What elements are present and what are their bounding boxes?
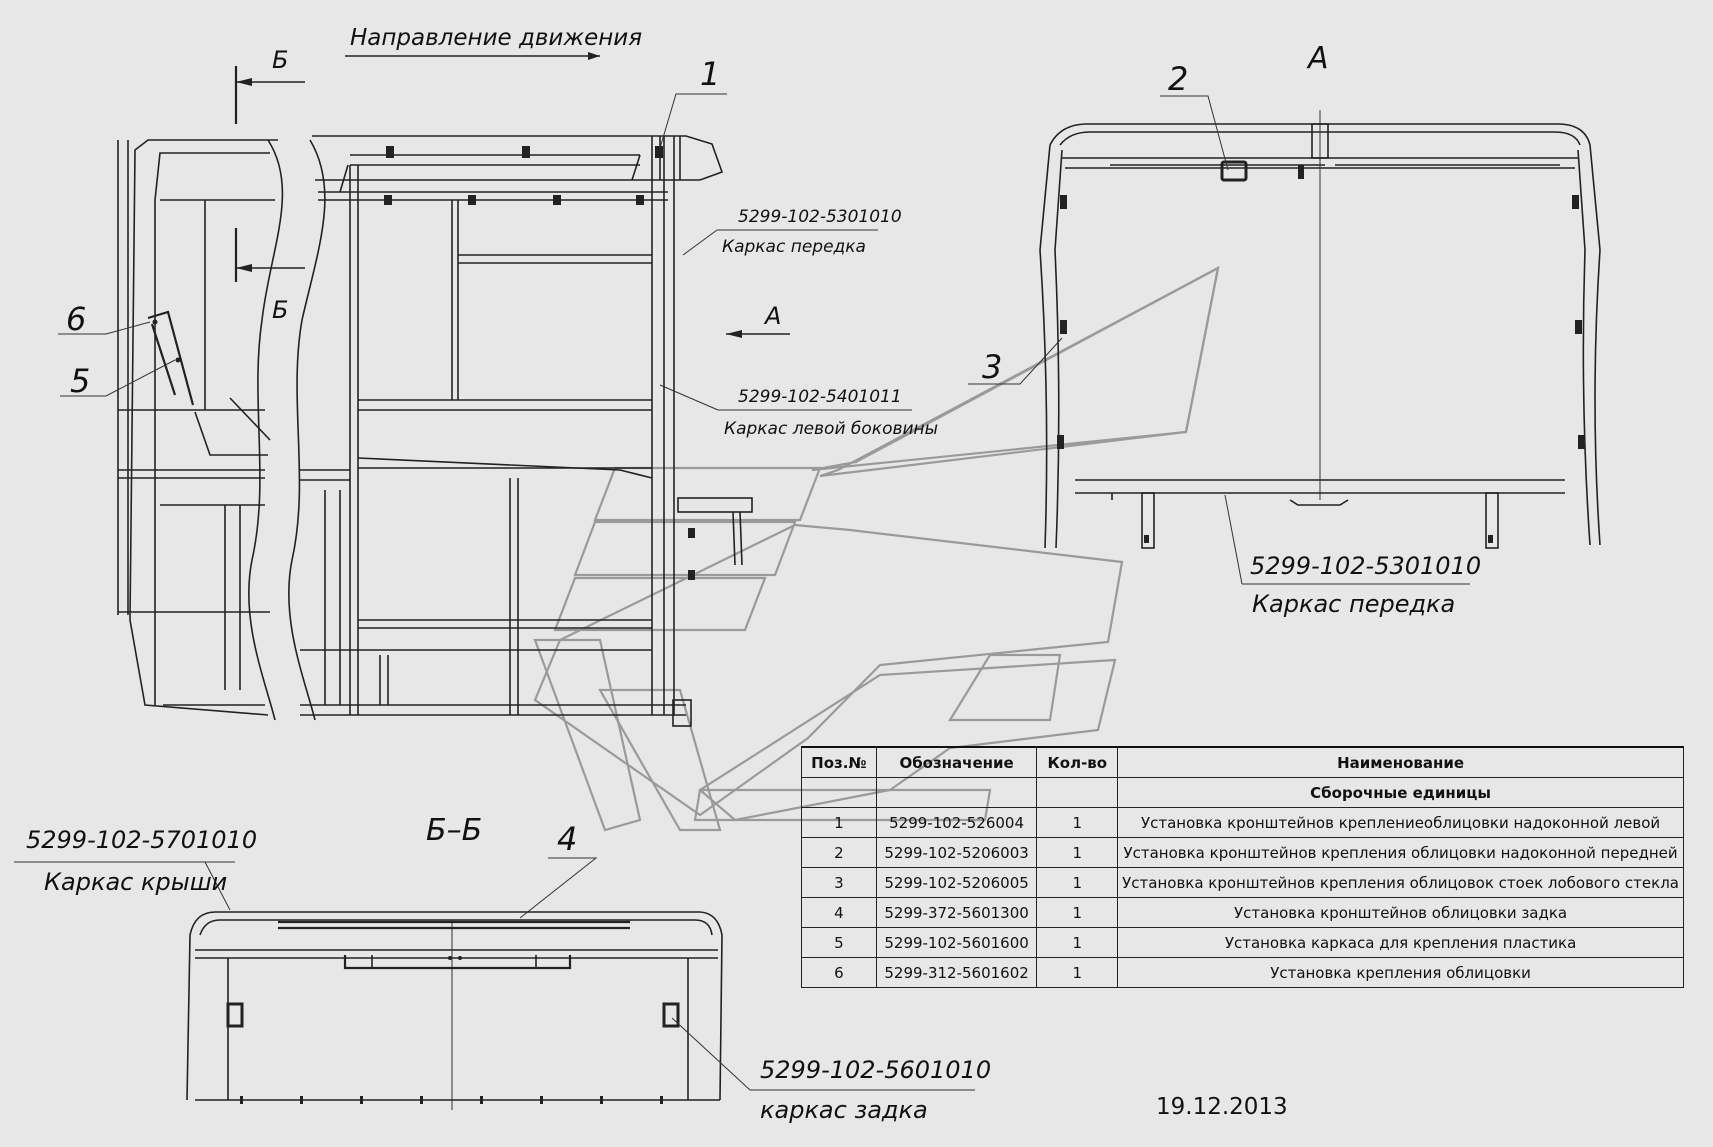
view-a-frame bbox=[1039, 110, 1601, 549]
section-bb-title: Б–Б bbox=[426, 813, 482, 848]
callout-6: 6 bbox=[66, 300, 86, 338]
drawing-date: 19.12.2013 bbox=[1156, 1094, 1288, 1120]
col-qty-header: Кол-во bbox=[1036, 746, 1119, 778]
bom-table: Поз.№ Обозначение Кол-во Наименование Сб… bbox=[801, 746, 1684, 988]
col-pos-header: Поз.№ bbox=[801, 746, 877, 778]
callout-4: 4 bbox=[557, 820, 577, 858]
section-bb-frame bbox=[186, 911, 723, 1110]
front-frame-name-small: Каркас передка bbox=[722, 237, 866, 257]
table-section-row: Сборочные единицы bbox=[801, 777, 1684, 808]
section-title: Сборочные единицы bbox=[1117, 777, 1684, 808]
callout-5: 5 bbox=[70, 362, 90, 400]
rear-name: каркас задка bbox=[760, 1096, 928, 1124]
rear-code: 5299-102-5601010 bbox=[760, 1056, 991, 1084]
front-frame-code-small: 5299-102-5301010 bbox=[738, 207, 902, 227]
table-header-row: Поз.№ Обозначение Кол-во Наименование bbox=[801, 746, 1684, 778]
col-code-header: Обозначение bbox=[875, 746, 1038, 778]
section-mark-top: Б bbox=[272, 46, 288, 74]
view-a-title: А bbox=[1306, 41, 1329, 76]
section-mark-bottom: Б bbox=[272, 296, 288, 324]
roof-code: 5299-102-5701010 bbox=[26, 826, 257, 854]
roof-name: Каркас крыши bbox=[44, 868, 227, 896]
side-view-frame bbox=[117, 135, 753, 727]
callout-3: 3 bbox=[982, 348, 1002, 386]
callout-1: 1 bbox=[700, 55, 720, 93]
callout-2: 2 bbox=[1168, 60, 1188, 98]
front-frame-name: Каркас передка bbox=[1252, 590, 1455, 618]
direction-label: Направление движения bbox=[350, 25, 642, 51]
left-side-name: Каркас левой боковины bbox=[724, 419, 938, 439]
arrow-a-label: А bbox=[763, 302, 781, 330]
left-side-code: 5299-102-5401011 bbox=[738, 387, 902, 407]
col-name-header: Наименование bbox=[1117, 746, 1684, 778]
front-frame-code: 5299-102-5301010 bbox=[1250, 552, 1481, 580]
